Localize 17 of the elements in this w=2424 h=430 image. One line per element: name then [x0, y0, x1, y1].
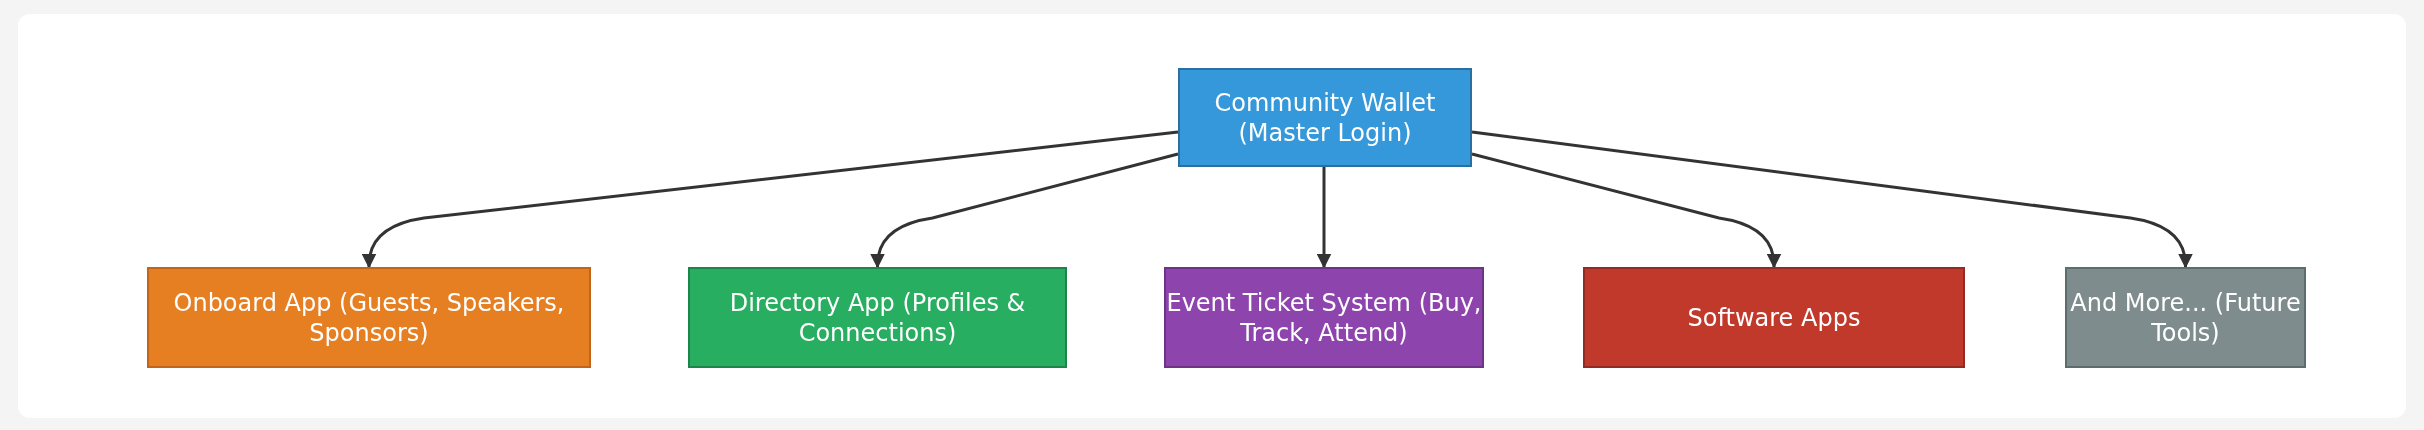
arrow	[361, 130, 1179, 269]
root-box	[1178, 68, 1472, 167]
app-box	[688, 267, 1067, 368]
node-label: Community Wallet (Master Login)	[1213, 87, 1437, 148]
arrow	[1316, 167, 1332, 269]
node-label: Directory App (Profiles & Connections)	[728, 287, 1027, 348]
app-box	[1164, 267, 1484, 368]
arrow	[1471, 152, 1782, 269]
node-label: Onboard App (Guests, Speakers, Sponsors)	[172, 287, 566, 348]
app-box	[1583, 267, 1965, 368]
arrow	[870, 152, 1179, 269]
node-label: And More... (Future Tools)	[2069, 287, 2302, 348]
app-box	[2065, 267, 2306, 368]
arrow	[1471, 130, 2193, 269]
app-box	[147, 267, 591, 368]
node-label: Event Ticket System (Buy, Track, Attend)	[1166, 287, 1482, 348]
node-label: Software Apps	[1687, 302, 1861, 333]
